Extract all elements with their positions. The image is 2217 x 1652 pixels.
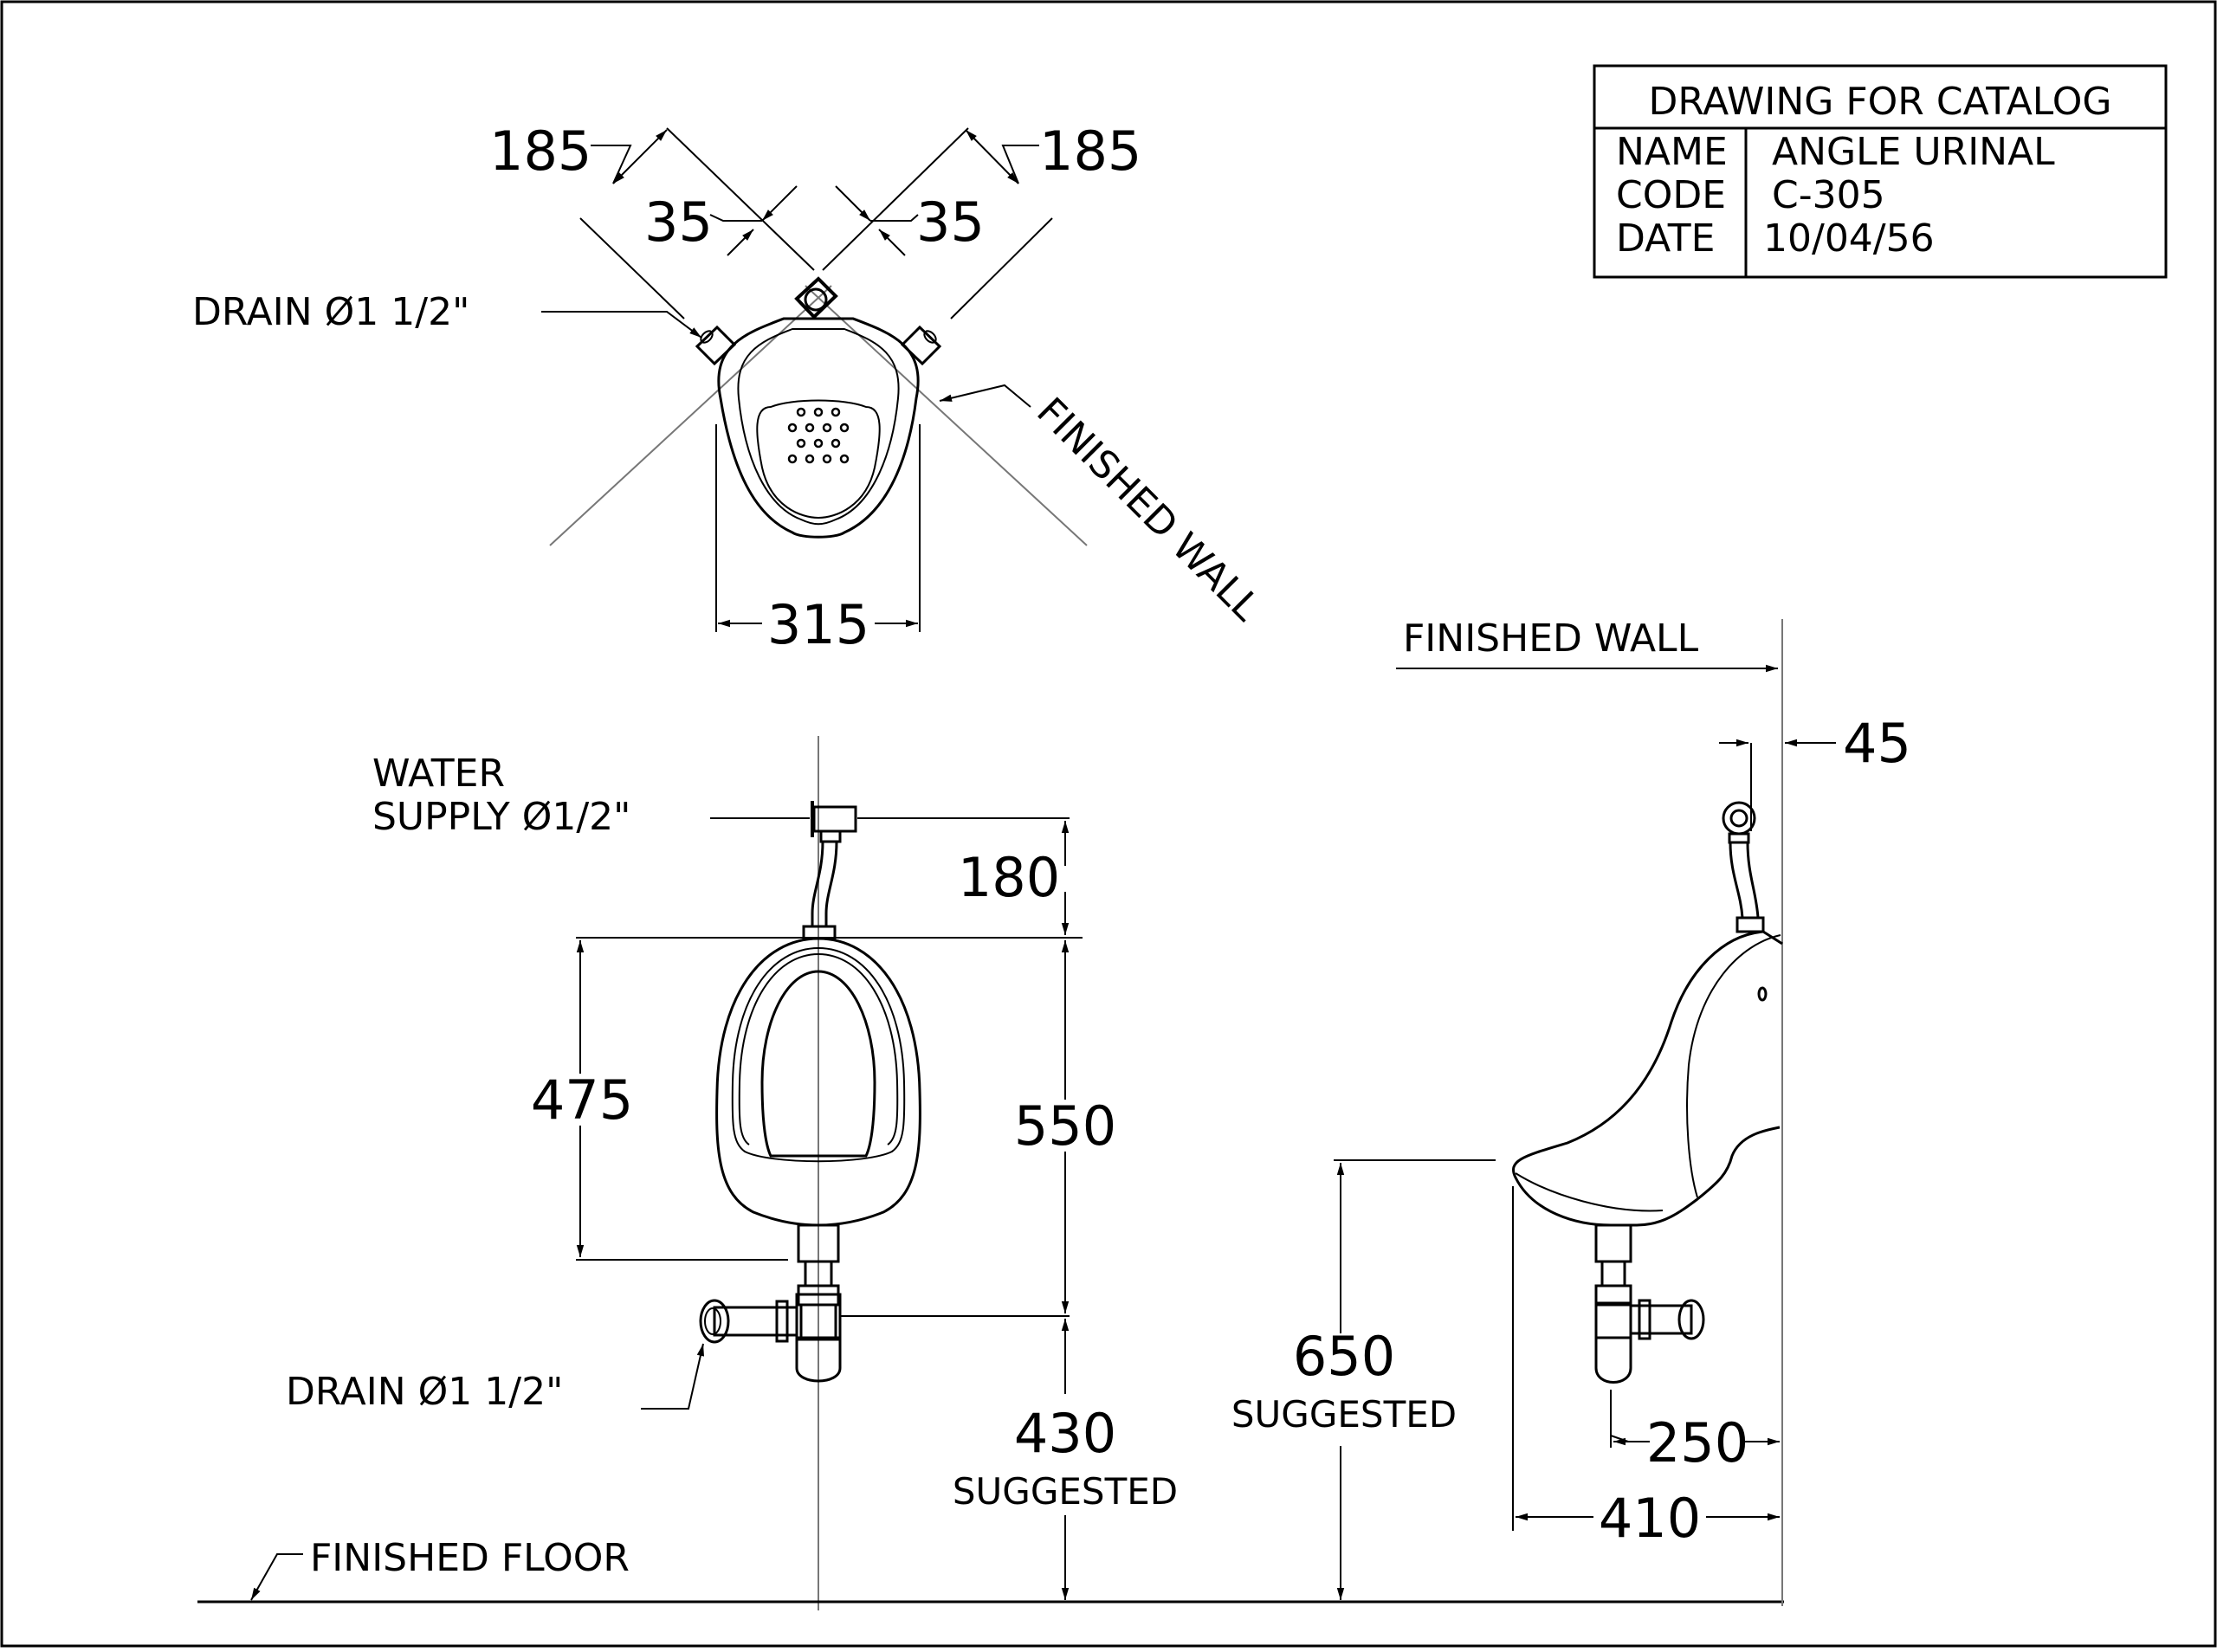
dim-185-left: 185 (489, 119, 591, 183)
dim-180: 180 (958, 846, 1060, 909)
drain-holes (787, 407, 850, 464)
dim-45: 45 (1843, 712, 1911, 775)
top-view-bowl (717, 317, 920, 539)
dim-475: 475 (531, 1068, 633, 1132)
water-supply-label-line1: WATER (372, 752, 505, 796)
title-block-frame (1593, 64, 2168, 279)
top-drain-label: DRAIN Ø1 1/2" (192, 290, 469, 334)
dim-410: 410 (1599, 1487, 1701, 1550)
title-name-value: ANGLE URINAL (1772, 130, 2055, 174)
top-view: 185 185 35 35 DRAIN Ø1 1/2" FINISHED WAL… (192, 119, 1269, 656)
title-code-key: CODE (1616, 173, 1726, 217)
title-name-key: NAME (1616, 130, 1728, 174)
front-drain-label: DRAIN Ø1 1/2" (286, 1370, 563, 1414)
front-urinal-body (715, 937, 921, 1227)
side-finished-wall-label: FINISHED WALL (1403, 616, 1699, 661)
dim-430: 430 (1014, 1402, 1116, 1465)
title-code-value: C-305 (1772, 173, 1885, 217)
title-date-value: 10/04/56 (1763, 216, 1935, 261)
water-supply-pipe (802, 801, 857, 940)
title-block: DRAWING FOR CATALOG NAME ANGLE URINAL CO… (1593, 64, 2168, 279)
top-finished-wall-label: FINISHED WALL (1028, 390, 1269, 630)
side-trap (1594, 1223, 1705, 1384)
suggested-650: SUGGESTED (1231, 1393, 1457, 1436)
front-trap (699, 1223, 842, 1383)
wall-line-right (805, 285, 1088, 546)
side-view: FINISHED WALL 45 (1231, 616, 1911, 1606)
top-view-spud (794, 276, 838, 319)
right-drain-stub (900, 325, 942, 366)
dim-35-right: 35 (916, 190, 985, 254)
title-block-heading: DRAWING FOR CATALOG (1649, 80, 2112, 124)
wall-line-left (549, 285, 832, 546)
title-date-key: DATE (1616, 216, 1715, 261)
left-drain-stub (695, 325, 737, 366)
dim-315: 315 (767, 593, 869, 656)
dim-650: 650 (1293, 1325, 1395, 1388)
water-supply-label-line2: SUPPLY Ø1/2" (372, 795, 630, 839)
dim-550: 550 (1014, 1094, 1116, 1158)
side-supply-pipe (1722, 801, 1765, 933)
dim-185-right: 185 (1039, 119, 1141, 183)
dim-35-left: 35 (644, 190, 713, 254)
dim-250: 250 (1646, 1411, 1748, 1475)
side-urinal-body (1512, 930, 1783, 1227)
front-view: WATER SUPPLY Ø1/2" 180 475 550 430 SUGGE… (197, 736, 1784, 1610)
finished-floor-label: FINISHED FLOOR (310, 1536, 630, 1580)
suggested-430: SUGGESTED (953, 1470, 1178, 1513)
